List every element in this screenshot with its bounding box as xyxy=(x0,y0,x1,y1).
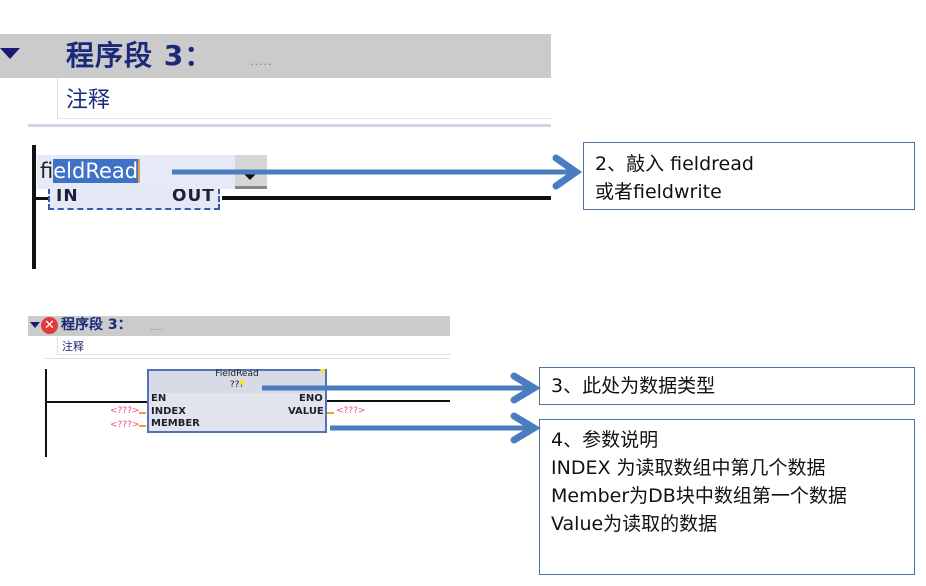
index-operand-placeholder[interactable]: <???> xyxy=(110,406,140,416)
function-block-name: FieldRead xyxy=(215,369,259,379)
network-header[interactable] xyxy=(28,316,450,336)
arrow-to-callout-4 xyxy=(330,412,541,444)
autocomplete-selection: ieldRead xyxy=(53,159,141,183)
callout-step-2: 2、敲入 fieldread 或者fieldwrite xyxy=(583,142,915,210)
network-title-placeholder[interactable]: ..... xyxy=(250,55,273,68)
collapse-triangle-icon[interactable] xyxy=(30,322,40,328)
pin-connector xyxy=(327,412,334,414)
function-block-pins-area xyxy=(149,393,325,431)
separator xyxy=(28,124,551,127)
pin-member: MEMBER xyxy=(151,418,200,429)
callout-line: 2、敲入 fieldread xyxy=(595,153,754,175)
rung-line xyxy=(46,401,148,403)
callout-step-3: 3、此处为数据类型 xyxy=(539,367,915,405)
callout-line: 4、参数说明 xyxy=(551,429,659,451)
corner-marker-icon xyxy=(319,369,325,375)
chevron-down-icon[interactable] xyxy=(244,174,256,180)
error-icon: ✕ xyxy=(41,317,58,334)
arrow-to-callout-3 xyxy=(262,372,541,404)
network-title: 程序段 3： xyxy=(66,39,214,72)
member-operand-placeholder[interactable]: <???> xyxy=(110,420,140,430)
rung-line xyxy=(222,196,551,200)
pin-connector xyxy=(139,425,146,427)
arrow-to-callout-2 xyxy=(172,154,583,190)
value-operand-placeholder[interactable]: <???> xyxy=(336,406,366,416)
network-title: 程序段 3： xyxy=(61,317,132,333)
callout-line: INDEX 为读取数组中第几个数据 xyxy=(551,457,826,479)
callout-line: Member为DB块中数组第一个数据 xyxy=(551,485,847,507)
pin-in-label: IN xyxy=(56,186,79,206)
pin-out-label: OUT xyxy=(172,186,215,206)
data-type-selector[interactable]: ??? xyxy=(229,380,245,390)
callout-line: 或者fieldwrite xyxy=(595,181,722,203)
separator xyxy=(44,358,450,359)
rung-line xyxy=(32,197,50,200)
instruction-name-text[interactable]: fieldRead xyxy=(40,157,141,185)
network-comment-field[interactable] xyxy=(57,336,451,355)
typed-prefix: f xyxy=(40,159,54,183)
power-rail xyxy=(32,145,36,269)
pin-value: VALUE xyxy=(288,406,324,417)
callout-line: 3、此处为数据类型 xyxy=(551,375,716,397)
callout-step-4: 4、参数说明 INDEX 为读取数组中第几个数据 Member为DB块中数组第一… xyxy=(539,419,915,575)
pin-en: EN xyxy=(151,393,167,404)
network-title-placeholder[interactable]: ..... xyxy=(150,323,163,332)
callout-line: Value为读取的数据 xyxy=(551,513,718,535)
power-rail xyxy=(45,369,47,457)
network-comment[interactable]: 注释 xyxy=(66,88,111,113)
pin-connector xyxy=(139,412,146,414)
pin-eno: ENO xyxy=(299,393,323,404)
network-comment-field[interactable] xyxy=(57,78,552,119)
empty-box-instruction[interactable] xyxy=(48,188,220,210)
collapse-triangle-icon[interactable] xyxy=(0,48,20,59)
network-comment[interactable]: 注释 xyxy=(62,340,84,353)
rung-line xyxy=(326,400,450,402)
pin-index: INDEX xyxy=(151,406,186,417)
dropdown-marker-icon[interactable] xyxy=(240,380,246,386)
network-header[interactable] xyxy=(0,34,551,78)
